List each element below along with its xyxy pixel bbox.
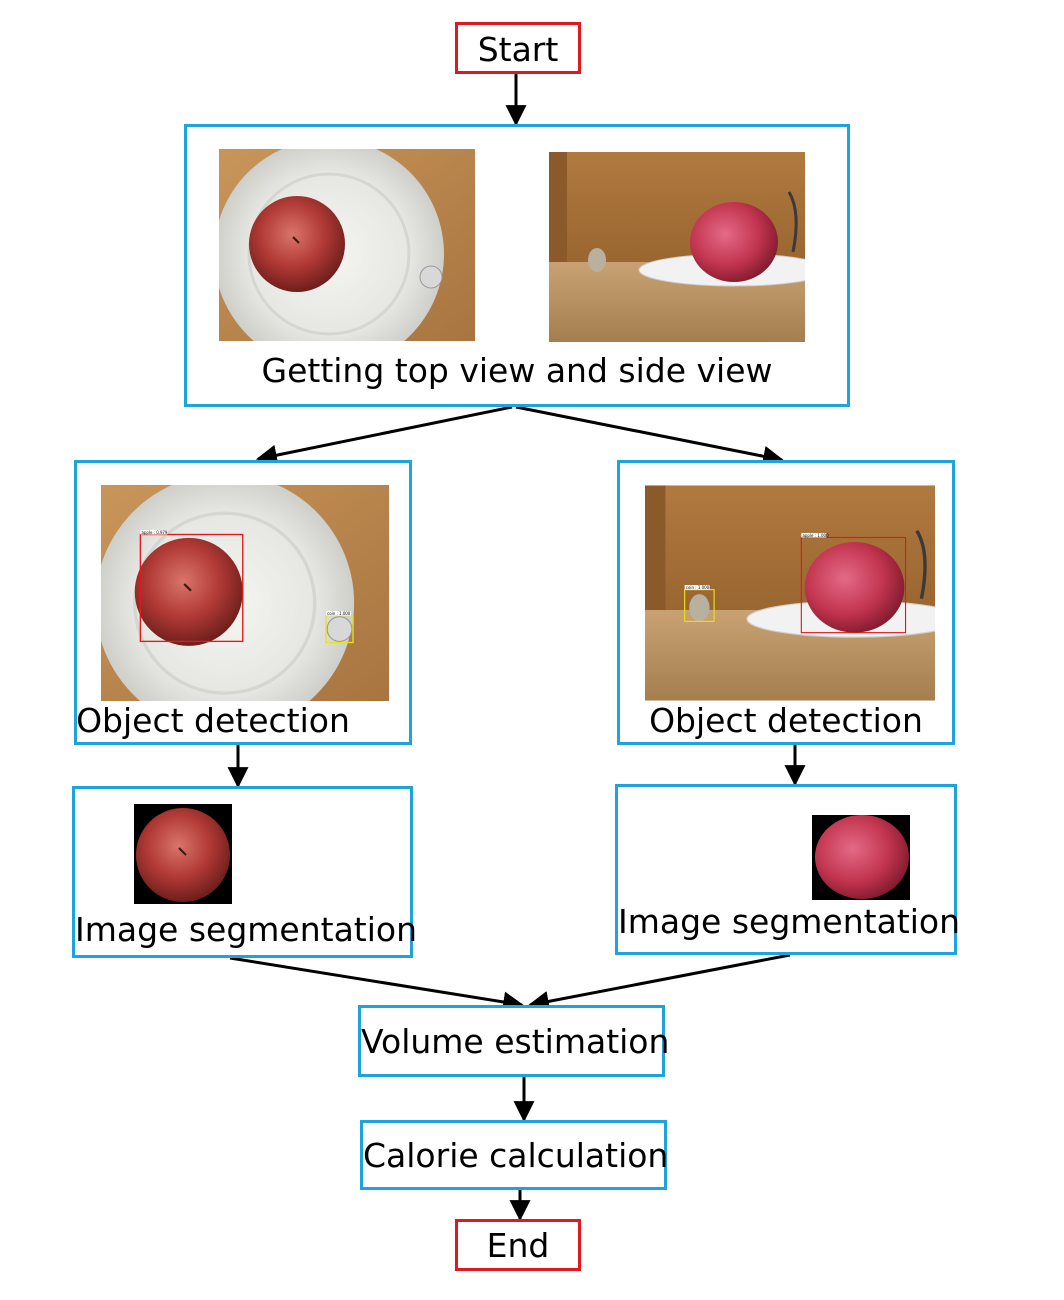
segment-right-node: Image segmentation <box>615 784 961 955</box>
end-label: End <box>486 1226 550 1265</box>
side-view-photo <box>549 152 805 342</box>
detect-right-label: Object detection <box>649 701 923 740</box>
arrow-acquire-to-detect-left <box>255 405 513 466</box>
detect-left-node: apple : 0.979 coin : 1.000 Object detect… <box>74 460 412 745</box>
arrow-segment-right-to-volume <box>527 953 791 1012</box>
calorie-calculation-node: Calorie calculation <box>360 1120 669 1190</box>
segment-left-node: Image segmentation <box>72 786 418 958</box>
start-label: Start <box>477 30 559 69</box>
segment-left-label: Image segmentation <box>75 910 418 949</box>
top-segmented-apple <box>134 804 232 904</box>
segment-right-label: Image segmentation <box>618 902 961 941</box>
acquire-label: Getting top view and side view <box>261 351 773 390</box>
arrow-acquire-to-detect-right <box>515 405 785 467</box>
volume-estimation-node: Volume estimation <box>358 1005 670 1077</box>
calorie-label: Calorie calculation <box>363 1136 669 1175</box>
top-detection-photo: apple : 0.979 coin : 1.000 <box>101 485 389 701</box>
top-coin-detection-label: coin : 1.000 <box>327 611 351 616</box>
volume-label: Volume estimation <box>361 1022 670 1061</box>
detect-left-label: Object detection <box>76 701 350 740</box>
start-node: Start <box>455 22 581 74</box>
top-apple-detection-label: apple : 0.979 <box>142 530 168 535</box>
side-segmented-apple <box>812 815 910 900</box>
side-detection-photo: apple : 1.000 coin : 1.000 <box>645 485 935 701</box>
side-apple-detection-label: apple : 1.000 <box>802 533 829 538</box>
top-view-photo <box>219 149 475 341</box>
side-coin-detection-label: coin : 1.000 <box>686 585 710 590</box>
end-node: End <box>455 1219 581 1271</box>
acquire-views-node: Getting top view and side view <box>184 124 850 407</box>
detect-right-node: apple : 1.000 coin : 1.000 Object detect… <box>617 460 955 745</box>
arrow-segment-left-to-volume <box>229 956 525 1013</box>
